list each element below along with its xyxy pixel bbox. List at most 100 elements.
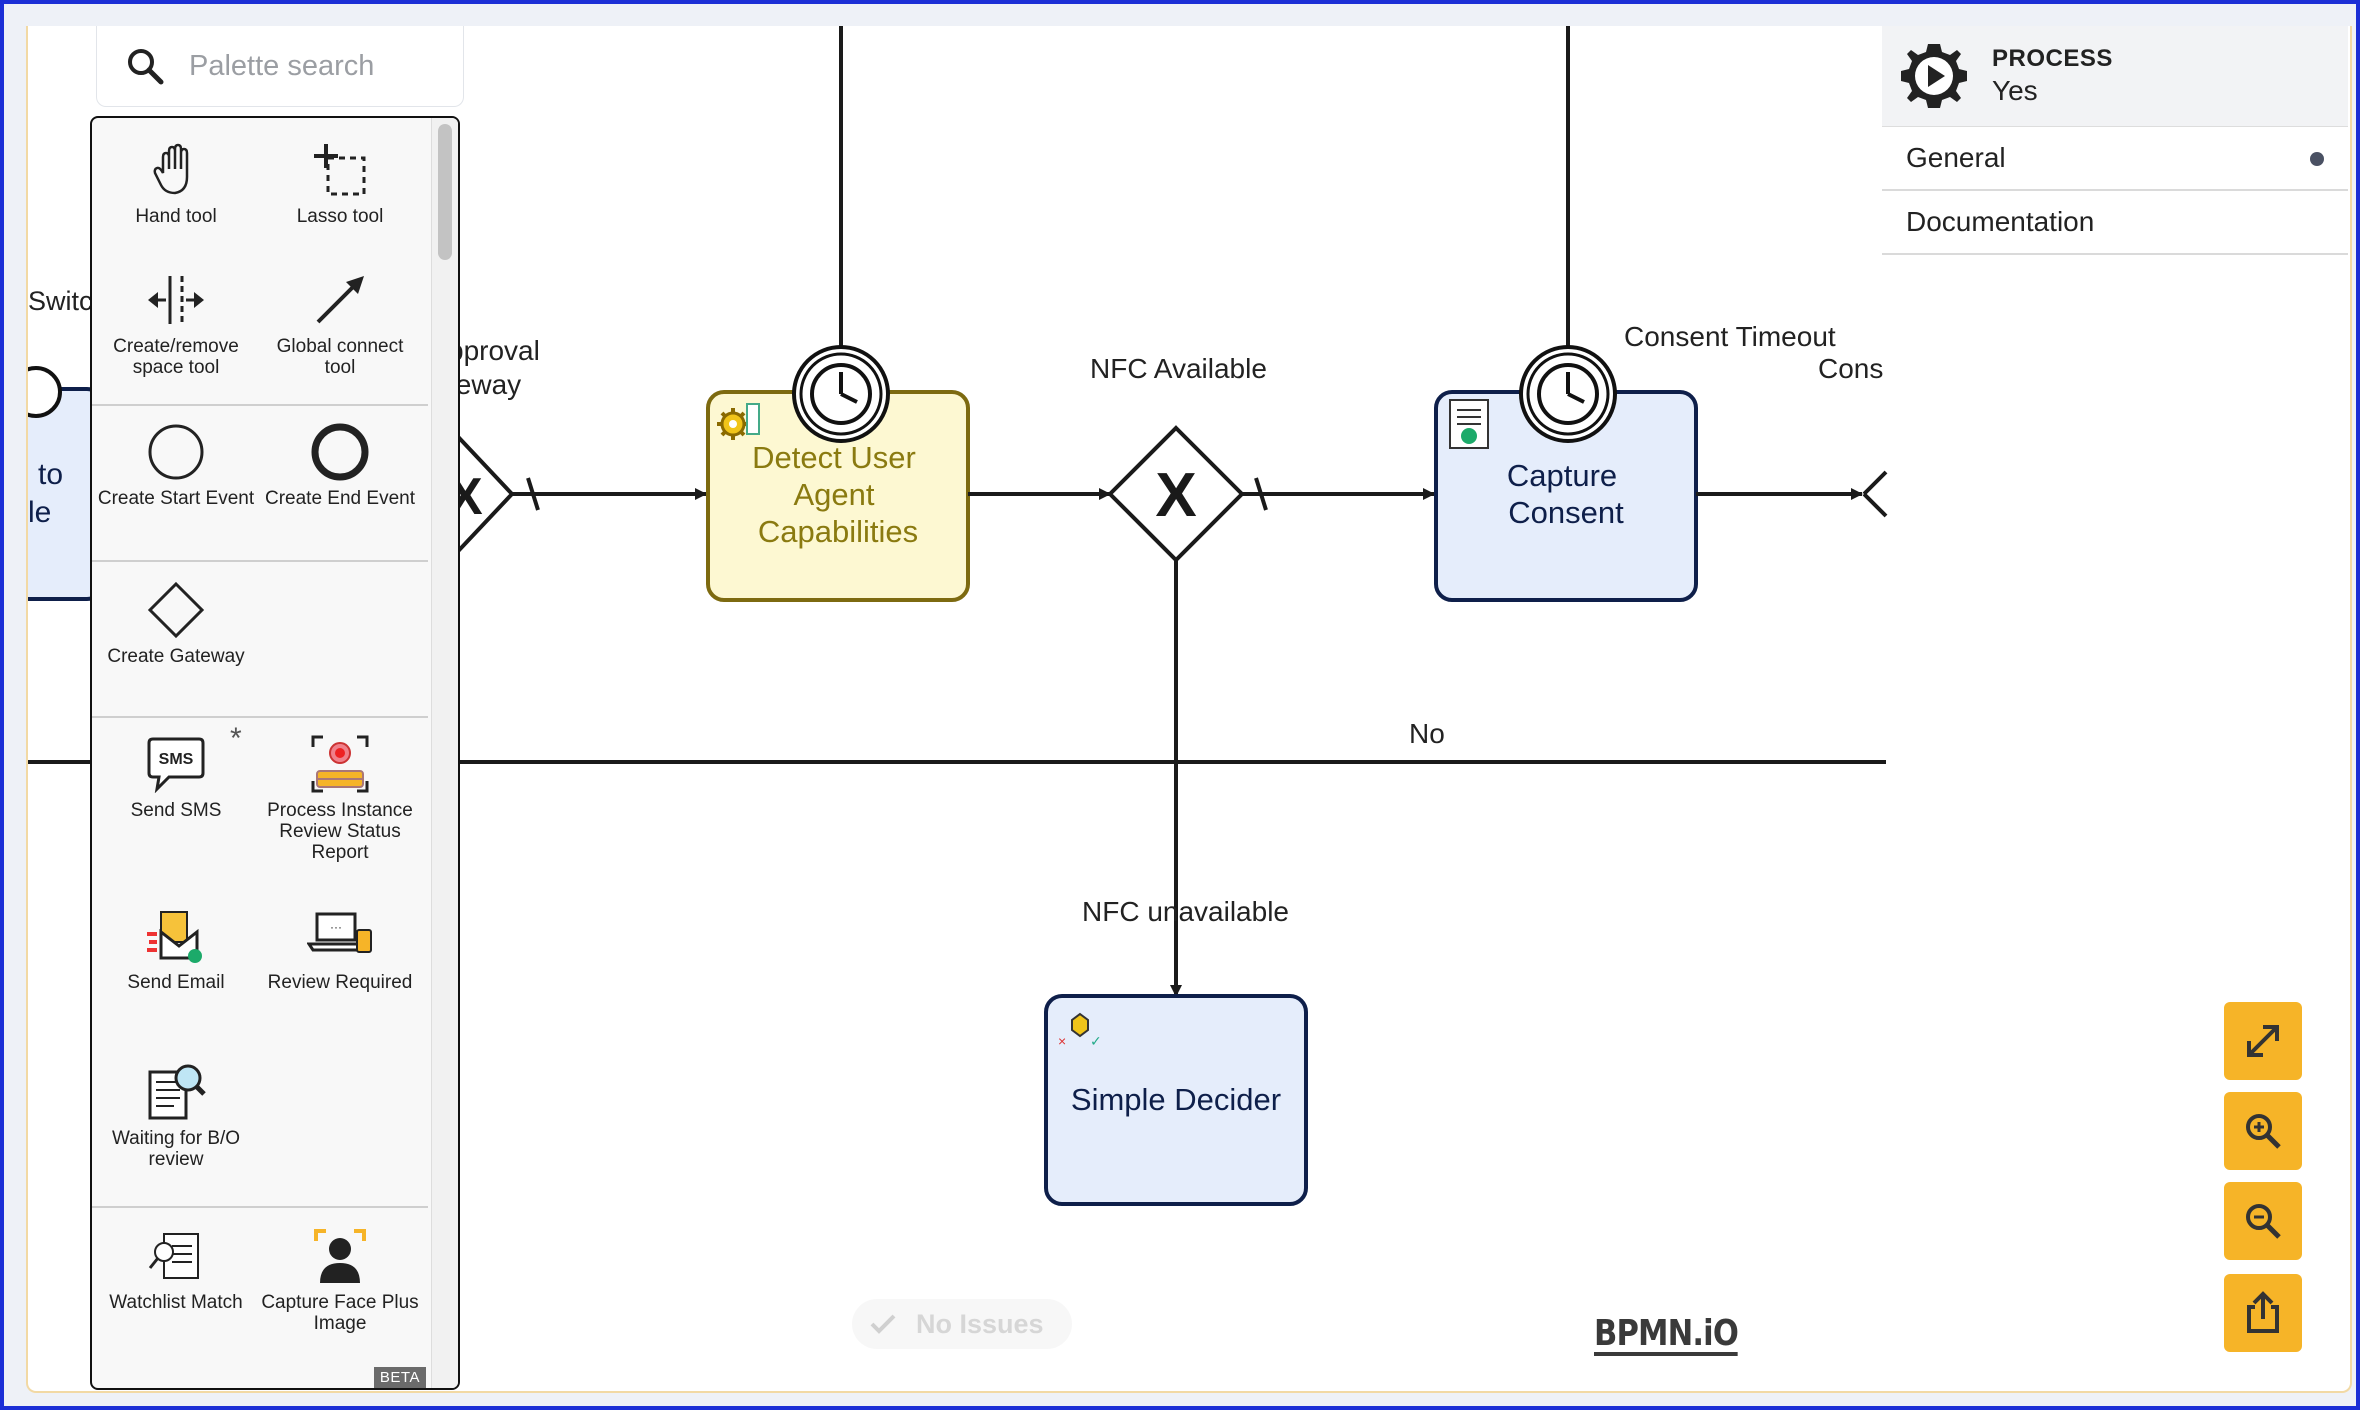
- task-simple-decider[interactable]: [1044, 994, 1308, 1206]
- palette-capture-face[interactable]: Capture Face Plus Image: [260, 1224, 420, 1334]
- palette-end-event-label: Create End Event: [265, 488, 415, 509]
- palette-lasso-tool-label: Lasso tool: [296, 206, 384, 227]
- palette-space-tool[interactable]: Create/remove space tool: [96, 268, 256, 378]
- default-flow-slash-nfc: [1254, 477, 1268, 511]
- properties-group-documentation[interactable]: Documentation: [1882, 191, 2348, 255]
- palette: Hand tool Lasso tool Create/remove space…: [90, 116, 460, 1390]
- palette-gateway-label: Create Gateway: [107, 646, 245, 667]
- properties-group-general-label: General: [1906, 142, 2006, 173]
- space-tool-icon: [148, 276, 204, 324]
- zoom-out-icon: [2246, 1204, 2281, 1239]
- properties-panel: PROCESS Yes General Documentation: [1882, 26, 2348, 274]
- task-detect-line3: Capabilities: [758, 514, 918, 549]
- flow-label-no: No: [1409, 718, 1445, 749]
- palette-review-required-label: Review Required: [267, 972, 413, 993]
- linting-status-label: No Issues: [916, 1308, 1044, 1339]
- palette-search[interactable]: [96, 26, 464, 107]
- palette-send-email[interactable]: Send Email: [96, 904, 256, 993]
- timer-boundary-consent[interactable]: [1519, 345, 1617, 443]
- palette-group-gateways: Create Gateway: [92, 562, 428, 718]
- connect-arrow-icon: [316, 276, 364, 324]
- approval-gateway-label-2: teway: [448, 369, 521, 400]
- end-event-icon: [311, 423, 369, 481]
- export-button[interactable]: [2224, 1274, 2302, 1352]
- palette-scroll-thumb[interactable]: [438, 124, 452, 260]
- task-detect-line1: Detect User: [752, 440, 916, 475]
- expand-icon: [2247, 1025, 2279, 1057]
- zoom-out-button[interactable]: [2224, 1182, 2302, 1260]
- start-event-icon: [148, 424, 204, 480]
- palette-watchlist-match[interactable]: Watchlist Match: [96, 1224, 256, 1313]
- new-marker: *: [230, 722, 242, 755]
- palette-connect-tool-label: Global connect tool: [276, 336, 404, 378]
- review-laptop-icon: ···: [307, 912, 372, 953]
- zoom-in-button[interactable]: [2224, 1092, 2302, 1170]
- hand-icon: [153, 143, 189, 195]
- palette-start-event-label: Create Start Event: [97, 488, 255, 509]
- search-icon: [128, 49, 164, 85]
- flow-label-nfc-available: NFC Available: [1090, 353, 1267, 384]
- flow-label-cons-partial: Cons: [1818, 353, 1883, 384]
- task-decider-label: Simple Decider: [1071, 1082, 1281, 1117]
- palette-review-status-report[interactable]: Process Instance Review Status Report: [260, 732, 420, 863]
- palette-lasso-tool[interactable]: Lasso tool: [260, 138, 420, 227]
- check-icon: [870, 1314, 896, 1334]
- fit-viewport-button[interactable]: [2224, 1002, 2302, 1080]
- partial-timer-left: [28, 366, 62, 418]
- palette-waiting-bo-review-label: Waiting for B/O review: [111, 1128, 241, 1170]
- partial-label-switch: Switc: [28, 286, 93, 316]
- properties-element-type: PROCESS: [1992, 45, 2113, 72]
- sms-icon: SMS: [147, 737, 205, 793]
- diagram-svg[interactable]: Switc to le X pproval teway Detect User: [28, 26, 2350, 1391]
- palette-send-email-label: Send Email: [127, 972, 225, 993]
- properties-group-general[interactable]: General: [1882, 127, 2348, 191]
- bpmn-io-logo[interactable]: BPMN.iO: [1594, 1313, 1739, 1356]
- palette-capture-face-label: Capture Face Plus Image: [261, 1292, 419, 1334]
- watchlist-icon: [148, 1233, 199, 1279]
- app-frame: Switc to le X pproval teway Detect User: [4, 4, 2356, 1406]
- properties-group-documentation-label: Documentation: [1906, 206, 2095, 237]
- palette-start-event[interactable]: Create Start Event: [96, 420, 256, 509]
- default-flow-slash: [526, 477, 540, 511]
- palette-group-more: Watchlist Match Capture Face Plus Image …: [92, 1208, 428, 1388]
- palette-gateway[interactable]: Create Gateway: [96, 578, 256, 667]
- palette-group-tools: Hand tool Lasso tool Create/remove space…: [92, 118, 428, 406]
- beta-badge: BETA: [373, 1367, 426, 1388]
- next-gateway-partial-2: [1862, 492, 1888, 518]
- partial-label-le: le: [28, 496, 51, 529]
- document-search-icon: [148, 1064, 206, 1120]
- svg-text:SMS: SMS: [159, 751, 194, 768]
- nfc-gateway-x-icon: X: [1155, 461, 1196, 530]
- linting-status[interactable]: No Issues: [852, 1299, 1072, 1349]
- palette-hand-tool[interactable]: Hand tool: [96, 138, 256, 227]
- face-scan-icon: [311, 735, 369, 793]
- email-icon: [147, 911, 202, 963]
- palette-connect-tool[interactable]: Global connect tool: [260, 268, 420, 378]
- svg-text:×: ×: [1058, 1033, 1066, 1049]
- palette-review-status-report-label: Process Instance Review Status Report: [267, 800, 413, 863]
- lasso-icon: [314, 144, 366, 196]
- palette-review-required[interactable]: ··· Review Required: [260, 904, 420, 993]
- svg-text:✓: ✓: [1090, 1033, 1102, 1049]
- properties-element-name: Yes: [1992, 75, 2038, 106]
- flow-label-nfc-unavailable: NFC unavailable: [1082, 896, 1289, 927]
- decider-icon: × ✓: [1058, 1012, 1102, 1049]
- gateway-icon: [147, 581, 205, 639]
- palette-send-sms[interactable]: SMS Send SMS: [96, 732, 256, 821]
- bpmn-canvas[interactable]: Switc to le X pproval teway Detect User: [26, 26, 2352, 1393]
- consent-document-icon: [1449, 399, 1489, 449]
- palette-scrollbar[interactable]: [431, 118, 458, 1388]
- properties-header: PROCESS Yes: [1882, 26, 2348, 127]
- palette-search-input[interactable]: [187, 48, 451, 84]
- timer-boundary-detect[interactable]: [792, 345, 890, 443]
- partial-label-to: to: [38, 458, 63, 491]
- next-gateway-partial: [1862, 470, 1888, 496]
- palette-waiting-bo-review[interactable]: Waiting for B/O review: [96, 1060, 256, 1170]
- service-gear-icon: [717, 403, 760, 440]
- general-indicator-dot: [2310, 152, 2324, 166]
- task-consent-line2: Consent: [1508, 495, 1624, 530]
- palette-group-custom: * SMS Send SMS Process Instance Review S…: [92, 718, 428, 1208]
- share-export-icon: [2247, 1291, 2279, 1333]
- capture-face-icon: [314, 1229, 366, 1283]
- palette-end-event[interactable]: Create End Event: [260, 420, 420, 509]
